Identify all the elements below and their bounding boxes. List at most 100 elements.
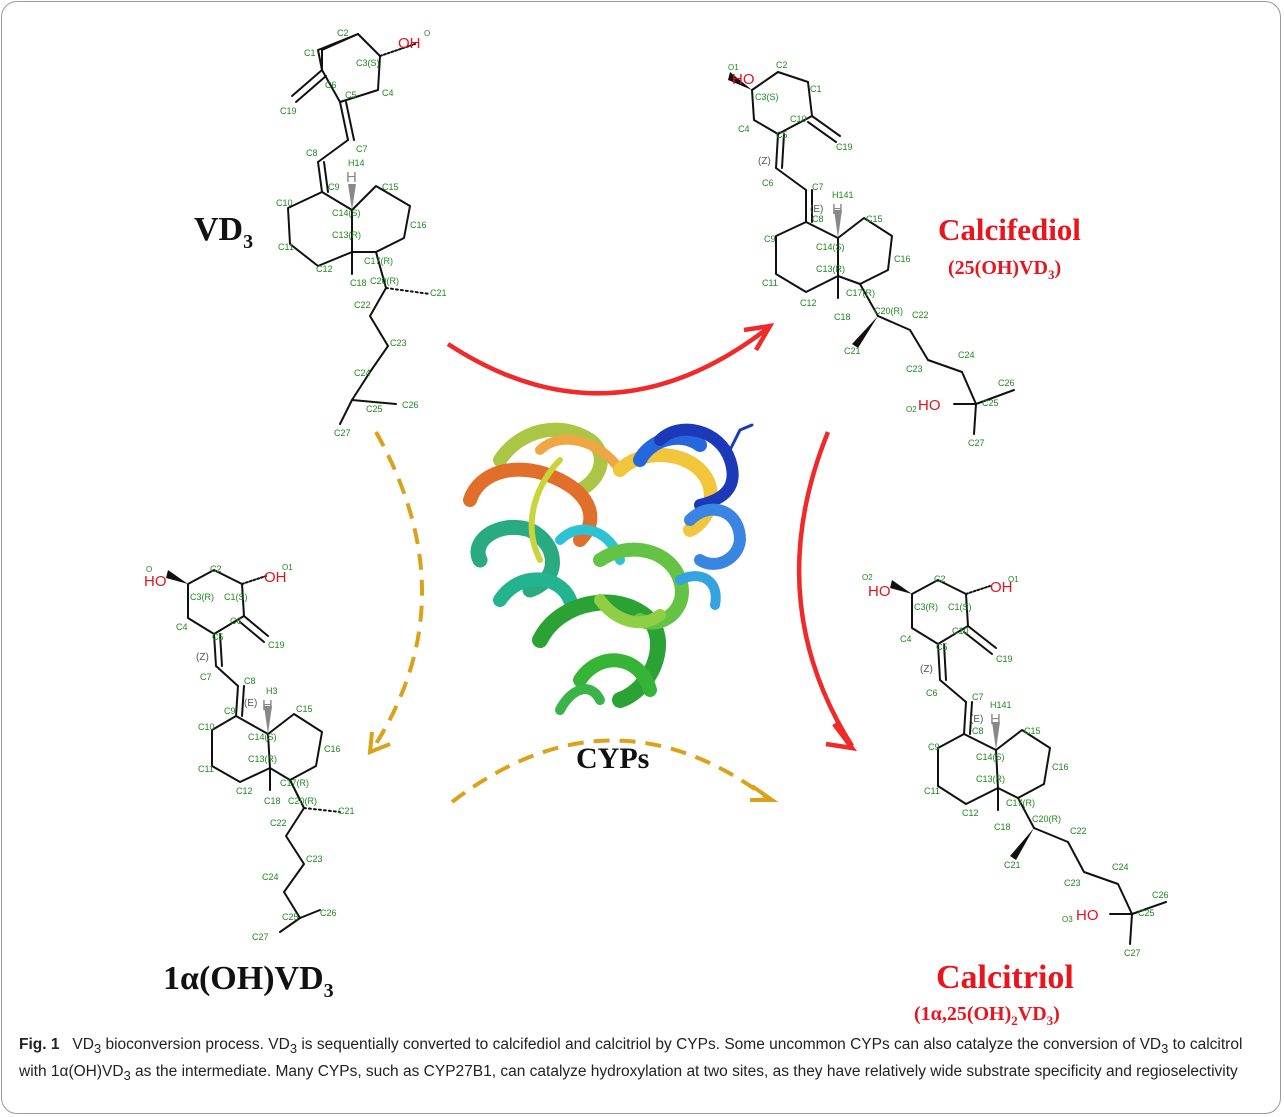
atom-label: C18 (350, 278, 367, 288)
atom-label: C5 (936, 642, 948, 652)
atom-label: C10 (198, 722, 215, 732)
atom-label: C27 (334, 428, 351, 438)
atom-label: C2 (337, 28, 349, 38)
atom-label: H3 (266, 686, 278, 696)
atom-label: O3 (1062, 915, 1073, 924)
atom-label: C14(S) (976, 752, 1005, 762)
atom-label: C9 (764, 234, 776, 244)
atom-label: C2 (934, 574, 946, 584)
atom-label: C8 (306, 148, 318, 158)
atom-label: O (146, 565, 152, 574)
atom-label: C17(R) (846, 288, 875, 298)
atom-label: C17(R) (1006, 798, 1035, 808)
atom-label: C13(R) (976, 774, 1005, 784)
label-calcitriol-formula: (1α,25(OH)2VD3) (914, 1003, 1060, 1028)
atom-label: C1 (304, 48, 316, 58)
atom-label: C10 (790, 114, 807, 124)
atom-label: C22 (1070, 826, 1087, 836)
atom-label: C26 (1152, 890, 1169, 900)
atom-label: C14(S) (332, 208, 361, 218)
atom-label: C3(S) (755, 92, 779, 102)
atom-label: C18 (834, 312, 851, 322)
atom-label: C19 (996, 654, 1013, 664)
atom-label: C19 (836, 142, 853, 152)
atom-label: C18 (264, 796, 281, 806)
atom-label: C3(R) (190, 592, 214, 602)
atom-label: H (262, 697, 273, 714)
atom-label: C7 (972, 692, 984, 702)
atom-label: C5 (212, 632, 224, 642)
atom-label: C22 (912, 310, 929, 320)
atom-label: C6 (762, 178, 774, 188)
stereo-label: (Z) (758, 156, 771, 167)
atom-label: C14(S) (248, 732, 277, 742)
atom-label: C27 (252, 932, 269, 942)
atom-label: H (832, 201, 843, 218)
atom-label: C4 (738, 124, 750, 134)
atom-label: O1 (728, 63, 739, 72)
atom-label: C16 (894, 254, 911, 264)
atom-label: C6 (325, 80, 337, 90)
atom-label: C23 (306, 854, 323, 864)
atom-label: C20(R) (288, 796, 317, 806)
atom-label: C16 (410, 220, 427, 230)
atom-label: H (990, 711, 1001, 728)
stereo-label: (Z) (920, 664, 933, 675)
atom-label: O (424, 29, 430, 38)
atom-label: C12 (316, 264, 333, 274)
atom-label: O2 (906, 405, 917, 414)
hydroxyl-label: HO (868, 583, 891, 600)
atom-label: C7 (356, 144, 368, 154)
arrow-vd3-to-alpha-dashed (367, 431, 424, 756)
atom-label: C24 (1112, 862, 1129, 872)
atom-label: C13(R) (248, 754, 277, 764)
atom-label: C13(R) (816, 264, 845, 274)
atom-label: C21 (1004, 860, 1021, 870)
figure-number: Fig. 1 (19, 1036, 60, 1053)
atom-label: C25 (366, 404, 383, 414)
atom-label: C15 (296, 704, 313, 714)
atom-label: C21 (338, 806, 355, 816)
atom-label: O1 (282, 563, 293, 572)
stereo-label: (E) (244, 698, 257, 709)
atom-label: C15 (1024, 726, 1041, 736)
atom-label: C1 (810, 84, 822, 94)
caption-text: VD3 bioconversion process. VD3 is sequen… (19, 1036, 1243, 1084)
atom-label: C6 (926, 688, 938, 698)
atom-label: C26 (320, 908, 337, 918)
atom-label: O1 (1008, 575, 1019, 584)
stereo-label: (E) (970, 714, 983, 725)
atom-label: C9 (328, 182, 340, 192)
atom-label: C14(S) (816, 242, 845, 252)
atom-label: C12 (236, 786, 253, 796)
atom-label: C17(R) (280, 778, 309, 788)
hydroxyl-label: HO (144, 573, 167, 590)
atom-label: C24 (354, 368, 371, 378)
atom-label: C4 (900, 634, 912, 644)
atom-label: C6 (230, 616, 242, 626)
atom-label: C11 (924, 786, 940, 796)
atom-label: C23 (1064, 878, 1081, 888)
atom-label: C11 (762, 278, 778, 288)
label-alpha-vd3: 1α(OH)VD3 (163, 960, 334, 1002)
atom-label: C19 (280, 106, 297, 116)
arrow-calcifediol-to-calcitriol (796, 431, 858, 752)
atom-label: C9 (928, 742, 940, 752)
arrow-alpha-to-calcitriol-dashed (450, 738, 779, 804)
atom-label: C25 (282, 912, 299, 922)
atom-label: H141 (832, 190, 854, 200)
atom-label: C20(R) (1032, 814, 1061, 824)
calcifediol-structure (728, 71, 1015, 435)
stereo-label: (E) (810, 204, 823, 215)
atom-label: C16 (1052, 762, 1069, 772)
atom-label: H141 (990, 700, 1012, 710)
label-enzyme-cyps: CYPs (576, 742, 649, 775)
atom-label: C22 (354, 300, 371, 310)
atom-label: C5 (345, 90, 357, 100)
arrow-vd3-to-calcifediol (446, 323, 775, 396)
atom-label: C18 (994, 822, 1011, 832)
calcitriol-structure (890, 579, 1167, 945)
atom-label: C2 (210, 564, 222, 574)
hydroxyl-label: HO (1076, 907, 1099, 924)
